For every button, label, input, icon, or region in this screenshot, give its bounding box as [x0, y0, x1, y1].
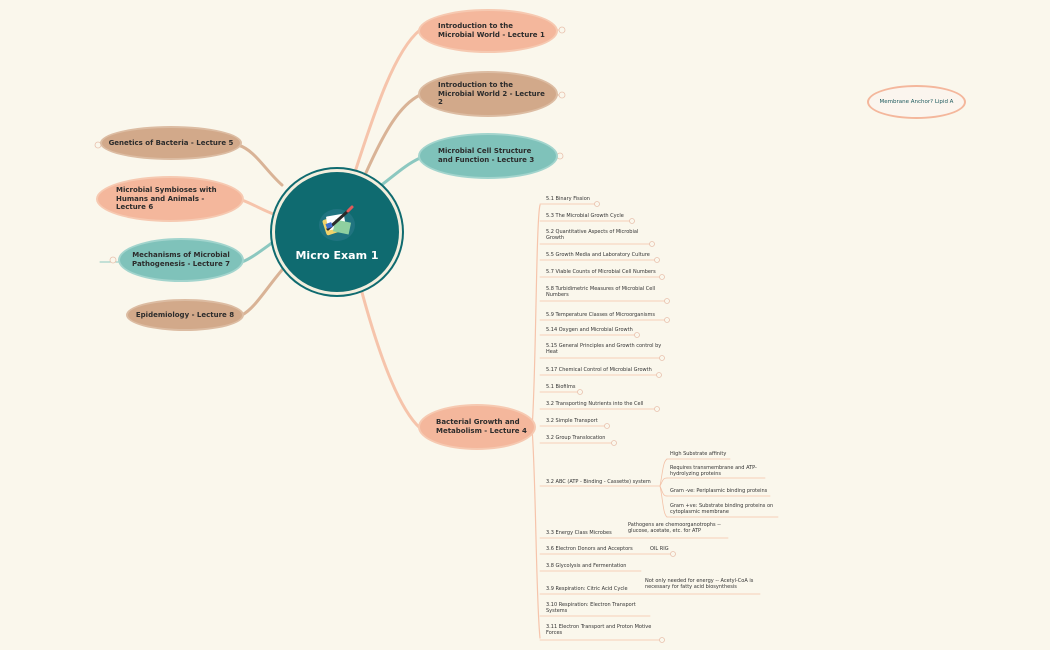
floating-note[interactable]: Membrane Anchor? Lipid A: [867, 85, 966, 119]
topic-item[interactable]: 3.2 Group Translocation: [546, 435, 606, 441]
topic-item[interactable]: 5.7 Viable Counts of Microbial Cell Numb…: [546, 269, 656, 275]
topic-item[interactable]: 5.17 Chemical Control of Microbial Growt…: [546, 367, 652, 373]
topic-item[interactable]: 3.2 Simple Transport: [546, 418, 598, 424]
branch-lecture-5-label: Genetics of Bacteria - Lecture 5: [108, 138, 234, 147]
topic-item[interactable]: 3.3 Energy Class Microbes: [546, 530, 612, 536]
branch-lecture-6[interactable]: Microbial Symbioses with Humans and Anim…: [96, 176, 244, 222]
topic-item[interactable]: 3.6 Electron Donors and Acceptors: [546, 546, 633, 552]
branch-lecture-3-label: Microbial Cell Structure and Function - …: [438, 147, 535, 164]
topic-item[interactable]: 5.1 Binary Fission: [546, 196, 590, 202]
branch-lecture-1-label: Introduction to the Microbial World - Le…: [438, 22, 545, 39]
topic-item[interactable]: 5.2 Quantitative Aspects of Microbial Gr…: [546, 229, 639, 242]
topic-item[interactable]: 5.9 Temperature Classes of Microorganism…: [546, 312, 655, 318]
abc-detail[interactable]: Gram +ve: Substrate binding proteins on …: [670, 503, 774, 516]
topic-item[interactable]: 5.5 Growth Media and Laboratory Culture: [546, 252, 650, 258]
citric-detail[interactable]: Not only needed for energy -- Acetyl-CoA…: [645, 578, 754, 591]
topic-item[interactable]: 3.2 ABC (ATP - Binding - Cassette) syste…: [546, 479, 651, 485]
topic-item[interactable]: 3.11 Electron Transport and Proton Motiv…: [546, 624, 652, 637]
branch-lecture-3[interactable]: Microbial Cell Structure and Function - …: [418, 133, 558, 179]
branch-lecture-8-label: Epidemiology - Lecture 8: [135, 310, 235, 319]
topic-item[interactable]: 3.9 Respiration: Citric Acid Cycle: [546, 586, 628, 592]
branch-lecture-8[interactable]: Epidemiology - Lecture 8: [126, 299, 244, 331]
topic-item[interactable]: 5.15 General Principles and Growth contr…: [546, 343, 662, 356]
branch-lecture-2-label: Introduction to the Microbial World 2 - …: [438, 80, 545, 107]
abc-detail[interactable]: Requires transmembrane and ATP-hydrolyzi…: [670, 465, 757, 478]
abc-detail[interactable]: High Substrate affinity: [670, 451, 727, 457]
branch-lecture-4[interactable]: Bacterial Growth and Metabolism - Lectur…: [418, 404, 536, 450]
donor-detail[interactable]: OIL RIG: [650, 546, 669, 552]
branch-lecture-5[interactable]: Genetics of Bacteria - Lecture 5: [100, 126, 242, 160]
topic-item[interactable]: 5.3 The Microbial Growth Cycle: [546, 213, 624, 219]
energy-detail[interactable]: Pathogens are chemoorganotrophs -- gluco…: [628, 522, 721, 535]
stationery-icon: [319, 205, 355, 241]
topic-item[interactable]: 3.2 Transporting Nutrients into the Cell: [546, 401, 644, 407]
topic-item[interactable]: 3.10 Respiration: Electron Transport Sys…: [546, 602, 636, 615]
branch-lecture-7-label: Mechanisms of Microbial Pathogenesis - L…: [132, 251, 230, 268]
abc-detail[interactable]: Gram -ve: Periplasmic binding proteins: [670, 488, 768, 494]
branch-lecture-2[interactable]: Introduction to the Microbial World 2 - …: [418, 71, 558, 117]
branch-lecture-1[interactable]: Introduction to the Microbial World - Le…: [418, 9, 558, 53]
central-title: Micro Exam 1: [295, 248, 379, 262]
branch-lecture-4-label: Bacterial Growth and Metabolism - Lectur…: [436, 418, 527, 435]
topic-item[interactable]: 5.1 Biofilms: [546, 384, 576, 390]
central-topic[interactable]: Micro Exam 1: [272, 169, 402, 295]
topic-item[interactable]: 5.8 Turbidimetric Measures of Microbial …: [546, 286, 656, 299]
topic-item[interactable]: 5.14 Oxygen and Microbial Growth: [546, 327, 633, 333]
branch-lecture-6-label: Microbial Symbioses with Humans and Anim…: [116, 185, 217, 212]
branch-lecture-7[interactable]: Mechanisms of Microbial Pathogenesis - L…: [118, 238, 244, 282]
topic-item[interactable]: 3.8 Glycolysis and Fermentation: [546, 563, 627, 569]
